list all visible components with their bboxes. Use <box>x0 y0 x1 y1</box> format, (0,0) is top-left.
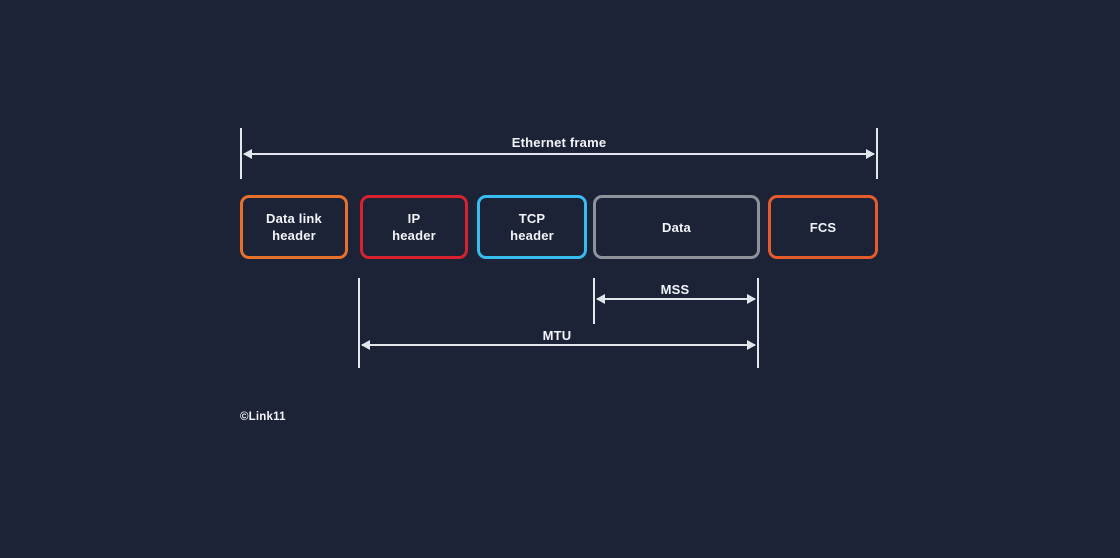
mss-mtu-right-tick <box>757 278 759 368</box>
box-data-link-header-label-line1: Data link <box>266 211 322 226</box>
box-data-label: Data <box>662 219 691 235</box>
box-fcs: FCS <box>768 195 878 259</box>
box-ip-header-label-line2: header <box>392 228 436 243</box>
box-fcs-label: FCS <box>809 219 837 235</box>
box-tcp-header: TCP header <box>477 195 587 259</box>
mtu-arrow <box>361 340 756 350</box>
mss-arrow <box>596 294 756 304</box>
ethernet-frame-left-tick <box>240 128 242 179</box>
box-tcp-header-label-line1: TCP <box>518 211 546 226</box>
mss-left-tick <box>593 278 595 324</box>
box-ip-header: IP header <box>360 195 468 259</box>
ethernet-frame-right-tick <box>876 128 878 179</box>
ethernet-frame-arrow <box>243 149 875 159</box>
ethernet-frame-label: Ethernet frame <box>511 135 607 150</box>
box-data-link-header: Data link header <box>240 195 348 259</box>
credit-link11: ©Link11 <box>240 411 286 423</box>
box-tcp-header-label-line2: header <box>510 228 554 243</box>
box-ip-header-label-line1: IP <box>407 211 421 226</box>
mss-label: MSS <box>660 282 690 297</box>
box-data-link-header-label-line2: header <box>272 228 316 243</box>
mtu-left-tick <box>358 278 360 368</box>
box-data: Data <box>593 195 760 259</box>
mtu-label: MTU <box>542 328 572 343</box>
